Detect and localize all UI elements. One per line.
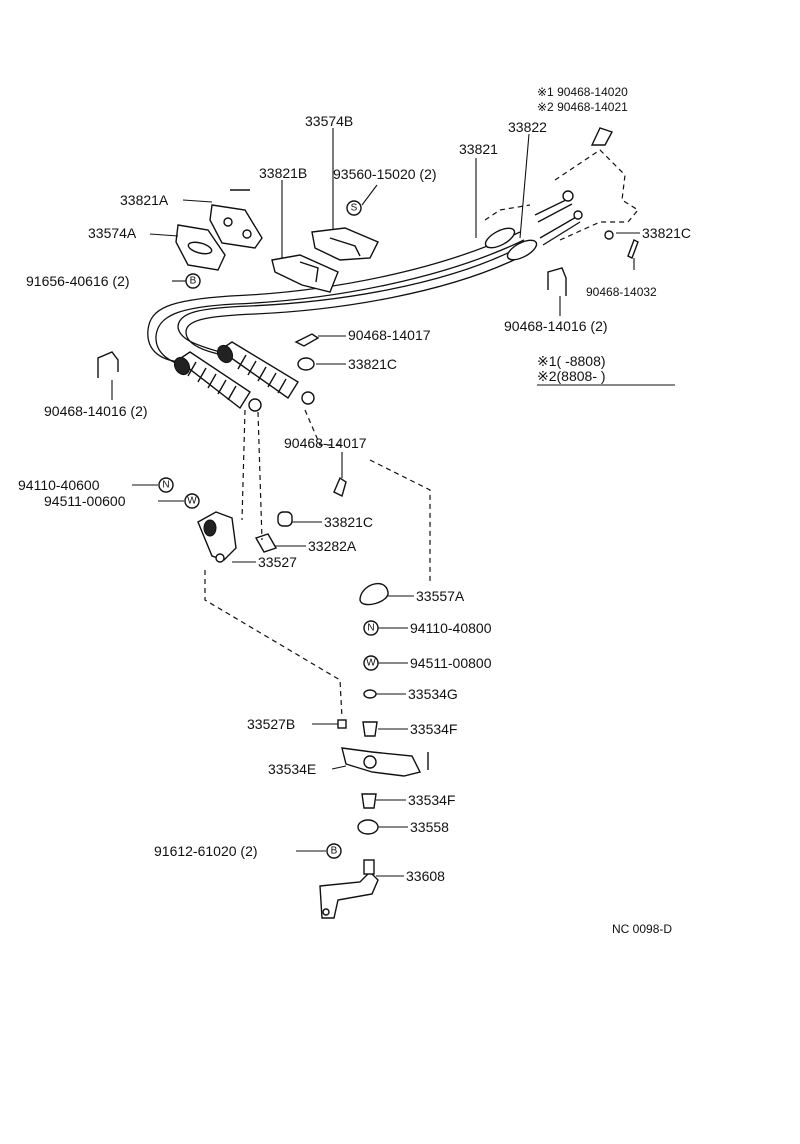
bushing-33821c-middle (297, 357, 315, 371)
label-33558: 33558 (410, 819, 449, 835)
plate-33821a (209, 189, 263, 249)
cable-end-outline (554, 149, 639, 241)
label-33527: 33527 (258, 554, 297, 570)
symbol-w-94511-00600: W (184, 493, 200, 509)
symbol-b-91656: B (185, 273, 201, 289)
cable-boot-left (173, 351, 262, 412)
clip-90468-14016-left (97, 351, 119, 378)
dash-boot-left-2 (257, 411, 263, 541)
note-1-label: ※1 90468-14020 (537, 85, 628, 99)
pin-90468-14032 (627, 239, 639, 259)
label-91656-40616: 91656-40616 (2) (26, 273, 130, 289)
lever-33534e (341, 747, 429, 777)
svg-text:W: W (187, 496, 197, 507)
part-labels: ※1 90468-14020 ※2 90468-14021 33574B 338… (18, 85, 691, 936)
pin-90468-14017-lower (333, 476, 347, 498)
bushing-33821c-upper (604, 230, 614, 240)
label-33282a: 33282A (308, 538, 357, 554)
pin-33527b (337, 719, 347, 729)
bushing-33534f-upper (362, 721, 378, 737)
dash-to-pin-33527b (204, 570, 343, 719)
label-33574a: 33574A (88, 225, 137, 241)
label-90468-14032: 90468-14032 (586, 285, 657, 299)
bracket-33821b (271, 254, 339, 293)
cable-boot-right (216, 341, 315, 405)
note-2-label: ※2 90468-14021 (537, 100, 628, 114)
legend-1: ※1( -8808) (537, 353, 606, 369)
symbol-s-93560: S (346, 200, 362, 216)
svg-text:S: S (351, 203, 358, 214)
label-90468-14017-lower: 90468-14017 (284, 435, 367, 451)
label-90468-14016-left: 90468-14016 (2) (44, 403, 148, 419)
symbol-n-94110-40800: N (363, 620, 379, 636)
leader-lines (111, 128, 675, 877)
label-33821a: 33821A (120, 192, 169, 208)
pin-90468-14020 (590, 127, 614, 146)
label-90468-14016-right: 90468-14016 (2) (504, 318, 608, 334)
label-33608: 33608 (406, 868, 445, 884)
label-33822: 33822 (508, 119, 547, 135)
label-33574b: 33574B (305, 113, 353, 129)
svg-text:N: N (367, 623, 374, 634)
label-33557a: 33557A (416, 588, 465, 604)
label-33821: 33821 (459, 141, 498, 157)
lever-33608 (319, 859, 379, 919)
label-33821c-lower: 33821C (324, 514, 373, 530)
label-33534e: 33534E (268, 761, 316, 777)
label-90468-14017-upper: 90468-14017 (348, 327, 431, 343)
dash-boot-right (304, 409, 340, 446)
plate-33574a (175, 224, 226, 271)
reference-code: NC 0098-D (612, 922, 672, 936)
svg-text:N: N (162, 480, 169, 491)
svg-text:B: B (190, 276, 197, 287)
bushing-33534f-lower (361, 793, 377, 809)
svg-text:B: B (331, 846, 338, 857)
pin-90468-14017-upper (294, 333, 320, 347)
label-94511-00600: 94511-00600 (44, 493, 126, 509)
symbol-n-94110-40600: N (158, 477, 174, 493)
legend-2: ※2(8808- ) (537, 368, 606, 384)
lever-33527 (197, 511, 237, 563)
label-33821c-upper: 33821C (642, 225, 691, 241)
shift-cables (147, 190, 583, 367)
label-33534g: 33534G (408, 686, 458, 702)
label-33527b: 33527B (247, 716, 295, 732)
label-94511-00800: 94511-00800 (410, 655, 492, 671)
label-94110-40600: 94110-40600 (18, 477, 100, 493)
label-91612-61020: 91612-61020 (2) (154, 843, 258, 859)
dash-to-cap (369, 459, 431, 585)
label-33534f-lower: 33534F (408, 792, 455, 808)
label-94110-40800: 94110-40800 (410, 620, 492, 636)
clip-90468-14016-right (547, 267, 567, 296)
symbol-b-91612: B (326, 843, 342, 859)
retainer-33574b (311, 227, 379, 261)
bushing-33558 (357, 819, 379, 835)
svg-text:W: W (366, 658, 376, 669)
label-93560-15020: 93560-15020 (2) (333, 166, 437, 182)
cap-33557a (359, 582, 389, 606)
dash-boot-left (241, 409, 246, 521)
bushing-33821c-lower (277, 511, 293, 527)
collar-33282a (254, 533, 278, 553)
symbol-w-94511-00800: W (363, 655, 379, 671)
washer-33534g (363, 689, 377, 699)
label-33821b: 33821B (259, 165, 307, 181)
cable-guide-dash (484, 204, 531, 221)
label-33534f-upper: 33534F (410, 721, 457, 737)
label-33821c-middle: 33821C (348, 356, 397, 372)
